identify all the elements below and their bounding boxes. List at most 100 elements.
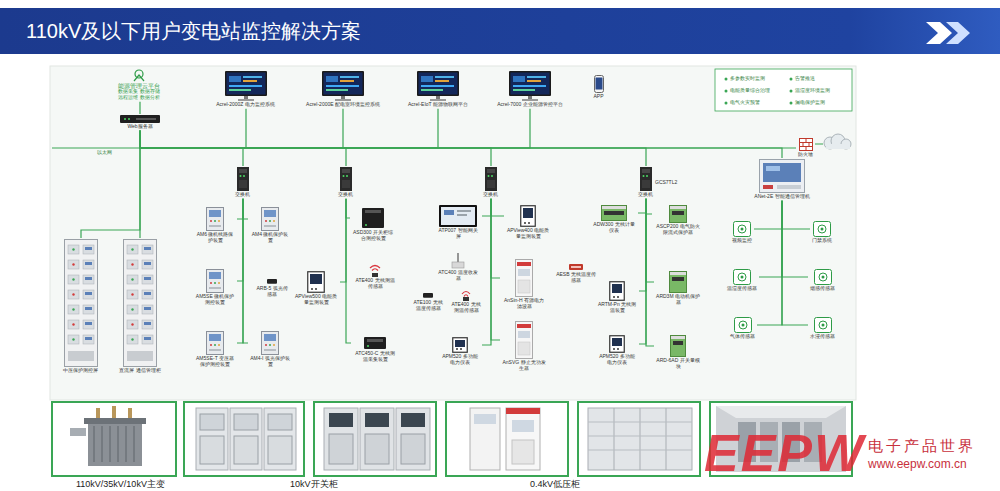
rect-part [435, 76, 454, 78]
rect-part [85, 337, 92, 340]
rect-part [670, 206, 686, 209]
annotation-label: 告警推送 [795, 76, 815, 82]
chevron [926, 22, 952, 44]
relay-node: AM4-I 弧光保护装置 [248, 330, 292, 369]
rect-part [513, 89, 535, 91]
node-label: ADW300 无线计量仪表 [592, 222, 636, 234]
rect-part [521, 206, 536, 227]
line-part [110, 426, 111, 462]
rect-part [229, 85, 262, 87]
rect-part [672, 277, 684, 281]
watermark: 电子产品世界 [868, 437, 976, 454]
din-node: ARD-6AD 开关量模块 [654, 334, 702, 371]
rect-part [604, 211, 624, 215]
connector-line [140, 131, 796, 148]
node-label: AnSin-H 有源电力滤波器 [502, 298, 546, 310]
rect-part [84, 418, 146, 424]
connector-line [491, 199, 500, 340]
line-part [805, 139, 806, 143]
connector-line [754, 201, 782, 229]
circle-part [72, 293, 74, 295]
rect-part [766, 166, 780, 171]
node-label: 防火墙 [798, 152, 813, 158]
din-icon [670, 335, 686, 357]
rect-part [112, 406, 116, 418]
rect-part [85, 292, 92, 295]
firewall-node: 防火墙 [796, 137, 815, 159]
env-node: 温湿度传感器 [725, 268, 759, 293]
env-node: 门禁系统 [810, 220, 834, 245]
rect-part [207, 208, 224, 231]
rect-part [226, 73, 265, 95]
rect-part [452, 262, 464, 268]
node-label: APM520 多功能电力仪表 [440, 354, 480, 366]
din-icon [669, 205, 687, 223]
rect-part [326, 89, 348, 91]
title-bar [0, 8, 1000, 54]
rect-part [144, 277, 151, 280]
rect-part [200, 414, 224, 430]
node-label: ASD300 开关柜综合测控装置 [352, 230, 394, 242]
din-node: ADW300 无线计量仪表 [590, 204, 638, 235]
relay-icon [206, 207, 224, 231]
line-part [640, 408, 641, 470]
annotation-label: 以太网 [96, 150, 113, 156]
node-label: ATP007 智能网关屏 [436, 228, 480, 240]
rect-part [578, 402, 700, 476]
watermark: www.eepw.com.cn [868, 458, 967, 472]
env-node: 视频监控 [730, 220, 754, 245]
rect-part [326, 85, 359, 87]
circle-part [218, 220, 220, 222]
cabinet-node: 中压保护测控屏 [61, 238, 100, 375]
rect-part [396, 408, 430, 470]
meter-icon [609, 281, 625, 301]
switch-node: 交换机 [481, 166, 500, 199]
connector-line [646, 199, 652, 214]
rect-part [127, 335, 138, 344]
rect-part [209, 349, 221, 351]
rect-part [264, 210, 276, 217]
rect-part [401, 413, 425, 427]
blackbox-node: ASD300 开关柜综合测控装置 [350, 206, 396, 243]
switch-icon [237, 167, 249, 191]
circle-part [738, 225, 746, 233]
rect-part [522, 99, 538, 101]
rect-part [512, 420, 534, 432]
monitor-icon [508, 71, 552, 101]
annotation-label: 温湿度环境监测 [795, 88, 830, 94]
rect-part [457, 214, 467, 216]
rect-part [457, 210, 471, 212]
rect-part [128, 408, 132, 418]
rect-part [455, 340, 465, 347]
relay-icon [206, 331, 224, 355]
connector-line [639, 199, 646, 344]
rect-part [474, 414, 496, 424]
rect-part [610, 282, 625, 301]
acab-node: AnSin-H 有源电力滤波器 [500, 258, 548, 311]
rect-part [372, 273, 378, 277]
circle-part [367, 345, 369, 347]
rect-part [142, 275, 153, 284]
rect-part [308, 272, 325, 293]
rect-part [142, 305, 153, 314]
circle-part [124, 118, 126, 120]
rect-part [88, 422, 142, 466]
acab-icon [515, 259, 533, 297]
rect-part [436, 96, 440, 99]
connector-line [243, 199, 248, 343]
router-node: Web服务器 [118, 114, 162, 131]
din-icon [669, 271, 687, 293]
rect-part [85, 247, 92, 250]
rect-part [96, 408, 100, 418]
switch-icon [340, 167, 352, 191]
rect-part [517, 324, 531, 328]
path-part [134, 75, 144, 81]
rect-part [670, 272, 686, 275]
circle-part [741, 228, 744, 231]
rect-part [518, 280, 530, 293]
rect-part [672, 211, 684, 215]
rect-part [70, 428, 86, 436]
line-part [94, 426, 95, 462]
switchgear-photo [196, 408, 296, 470]
